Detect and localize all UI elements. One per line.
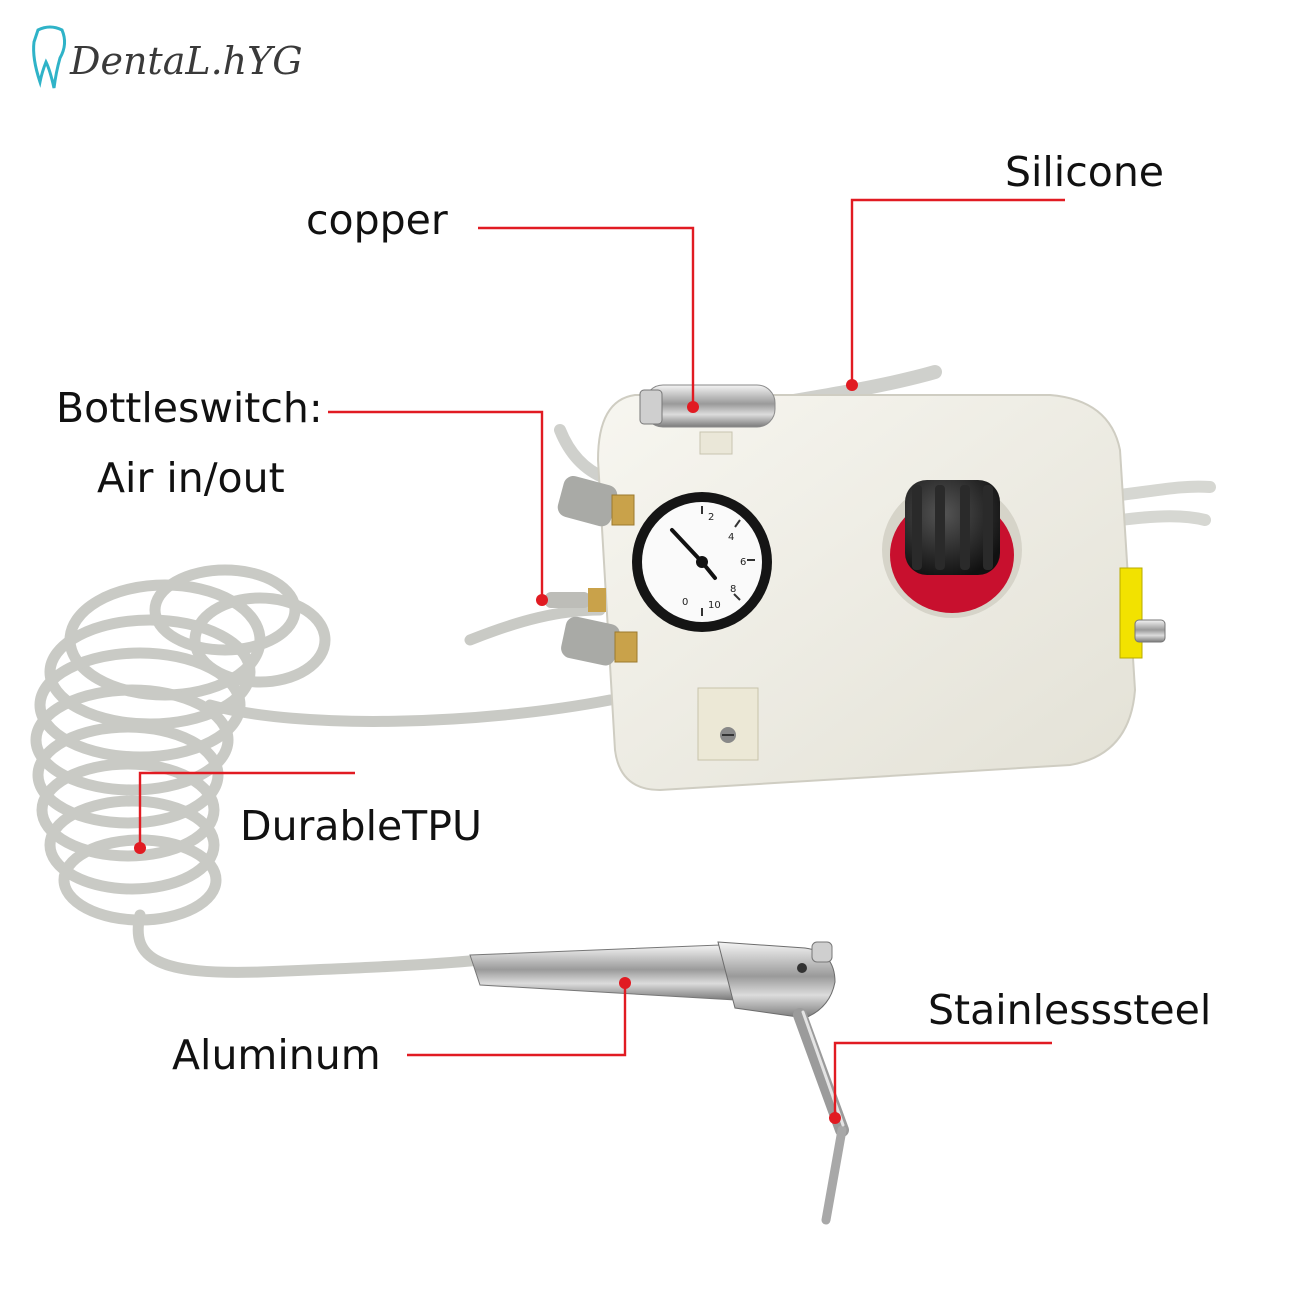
mounting-bracket [697, 687, 759, 761]
label-bottleswitch: Bottleswitch: [56, 384, 323, 432]
coiled-tpu-hose [30, 564, 616, 978]
label-durable-tpu: DurableTPU [240, 802, 482, 850]
label-silicone: Silicone [1005, 148, 1165, 196]
pressure-gauge: 0 2 4 6 8 10 [632, 492, 772, 632]
brand-logo: DentaL.hYG [30, 22, 320, 92]
label-aluminum: Aluminum [172, 1031, 381, 1079]
pressure-regulator [882, 480, 1022, 618]
bottle-switch-knobs [545, 475, 638, 666]
logo-text: DentaL.hYG [70, 39, 303, 83]
copper-coupler [639, 384, 776, 455]
gauge-tick-6: 6 [740, 557, 746, 568]
aluminum-handpiece [469, 941, 836, 1019]
leader-dots [134, 379, 858, 1124]
right-tubes [1114, 480, 1216, 526]
gauge-tick-4: 4 [728, 532, 734, 543]
label-air-in-out: Air in/out [97, 454, 285, 502]
gauge-tick-8: 8 [730, 584, 736, 595]
side-connector [1119, 567, 1166, 659]
leader-lines [138, 198, 1065, 1118]
tooth-icon [32, 25, 67, 89]
gauge-tick-0: 0 [682, 597, 688, 608]
gauge-tick-10: 10 [708, 600, 721, 611]
label-stainless-steel: Stainlesssteel [928, 986, 1212, 1034]
label-copper: copper [306, 196, 448, 244]
gauge-tick-2: 2 [708, 512, 714, 523]
